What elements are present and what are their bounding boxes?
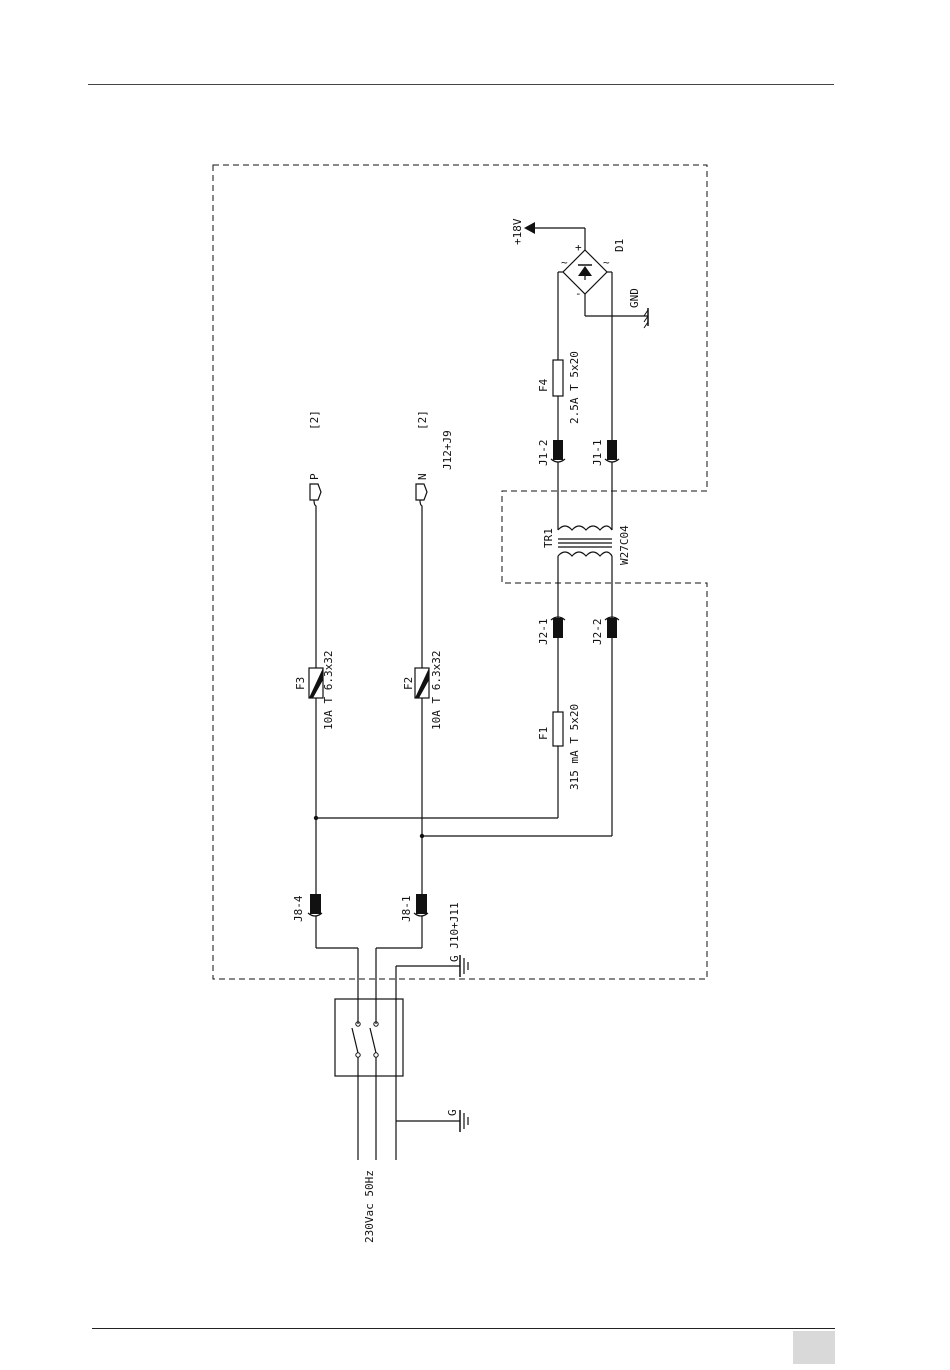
tr1-part-label: W27C04 — [618, 525, 631, 565]
f3-name: F3 — [294, 677, 307, 690]
g-j10-j11-label: G J10+J11 — [448, 902, 461, 962]
plus18v-arrow — [524, 222, 535, 234]
bridge-rectifier-d1 — [563, 250, 607, 294]
p-net-label: P — [308, 473, 321, 480]
mains-label: 230Vac 50Hz — [363, 1170, 376, 1243]
f4-name: F4 — [537, 378, 550, 392]
connector-j1-1 — [607, 440, 617, 460]
n-output-connector — [416, 484, 427, 500]
connector-j2-2 — [607, 618, 617, 638]
f2-name: F2 — [402, 677, 415, 690]
j1-2-label: J1-2 — [537, 440, 550, 467]
mains-switch — [335, 999, 403, 1076]
f1-rating: 315 mA T 5x20 — [568, 704, 581, 790]
connector-j1-2 — [553, 440, 563, 460]
j8-1-label: J8-1 — [400, 896, 413, 923]
transformer-tr1 — [558, 526, 612, 556]
gnd-label: GND — [628, 288, 641, 308]
d1-label: D1 — [613, 239, 626, 252]
j1-1-label: J1-1 — [591, 440, 604, 467]
bridge-ac2-sign: ~ — [603, 256, 610, 269]
j12-j9-label: J12+J9 — [441, 430, 454, 470]
connector-j8-1 — [416, 894, 427, 914]
n-ref-label: [2] — [416, 410, 429, 430]
p-ref-label: [2] — [308, 410, 321, 430]
tr1-label: TR1 — [542, 528, 555, 548]
fuse-f2 — [415, 668, 429, 698]
plus18v-label: +18V — [511, 218, 524, 245]
p-output-connector — [310, 484, 321, 500]
f1-name: F1 — [537, 727, 550, 740]
input-ground-symbol — [460, 1110, 468, 1132]
n-net-label: N — [416, 473, 429, 480]
j2-2-label: J2-2 — [591, 619, 604, 646]
bridge-minus-sign: - — [575, 287, 582, 300]
f2-rating: 10A T 6.3x32 — [430, 651, 443, 730]
connector-j2-1 — [553, 618, 563, 638]
bridge-plus-sign: + — [575, 241, 582, 254]
f3-rating: 10A T 6.3x32 — [322, 651, 335, 730]
fuse-f3 — [309, 668, 323, 698]
connector-j8-4 — [310, 894, 321, 914]
j2-1-label: J2-1 — [537, 619, 550, 646]
j8-4-label: J8-4 — [292, 895, 305, 922]
f4-rating: 2.5A T 5x20 — [568, 351, 581, 424]
g-input-label: G — [446, 1109, 459, 1116]
bridge-ac1-sign: ~ — [561, 256, 568, 269]
board-ground-symbol — [460, 955, 468, 977]
fuse-f4 — [553, 360, 563, 396]
board-outline — [213, 165, 707, 979]
fuse-f1 — [553, 712, 563, 746]
